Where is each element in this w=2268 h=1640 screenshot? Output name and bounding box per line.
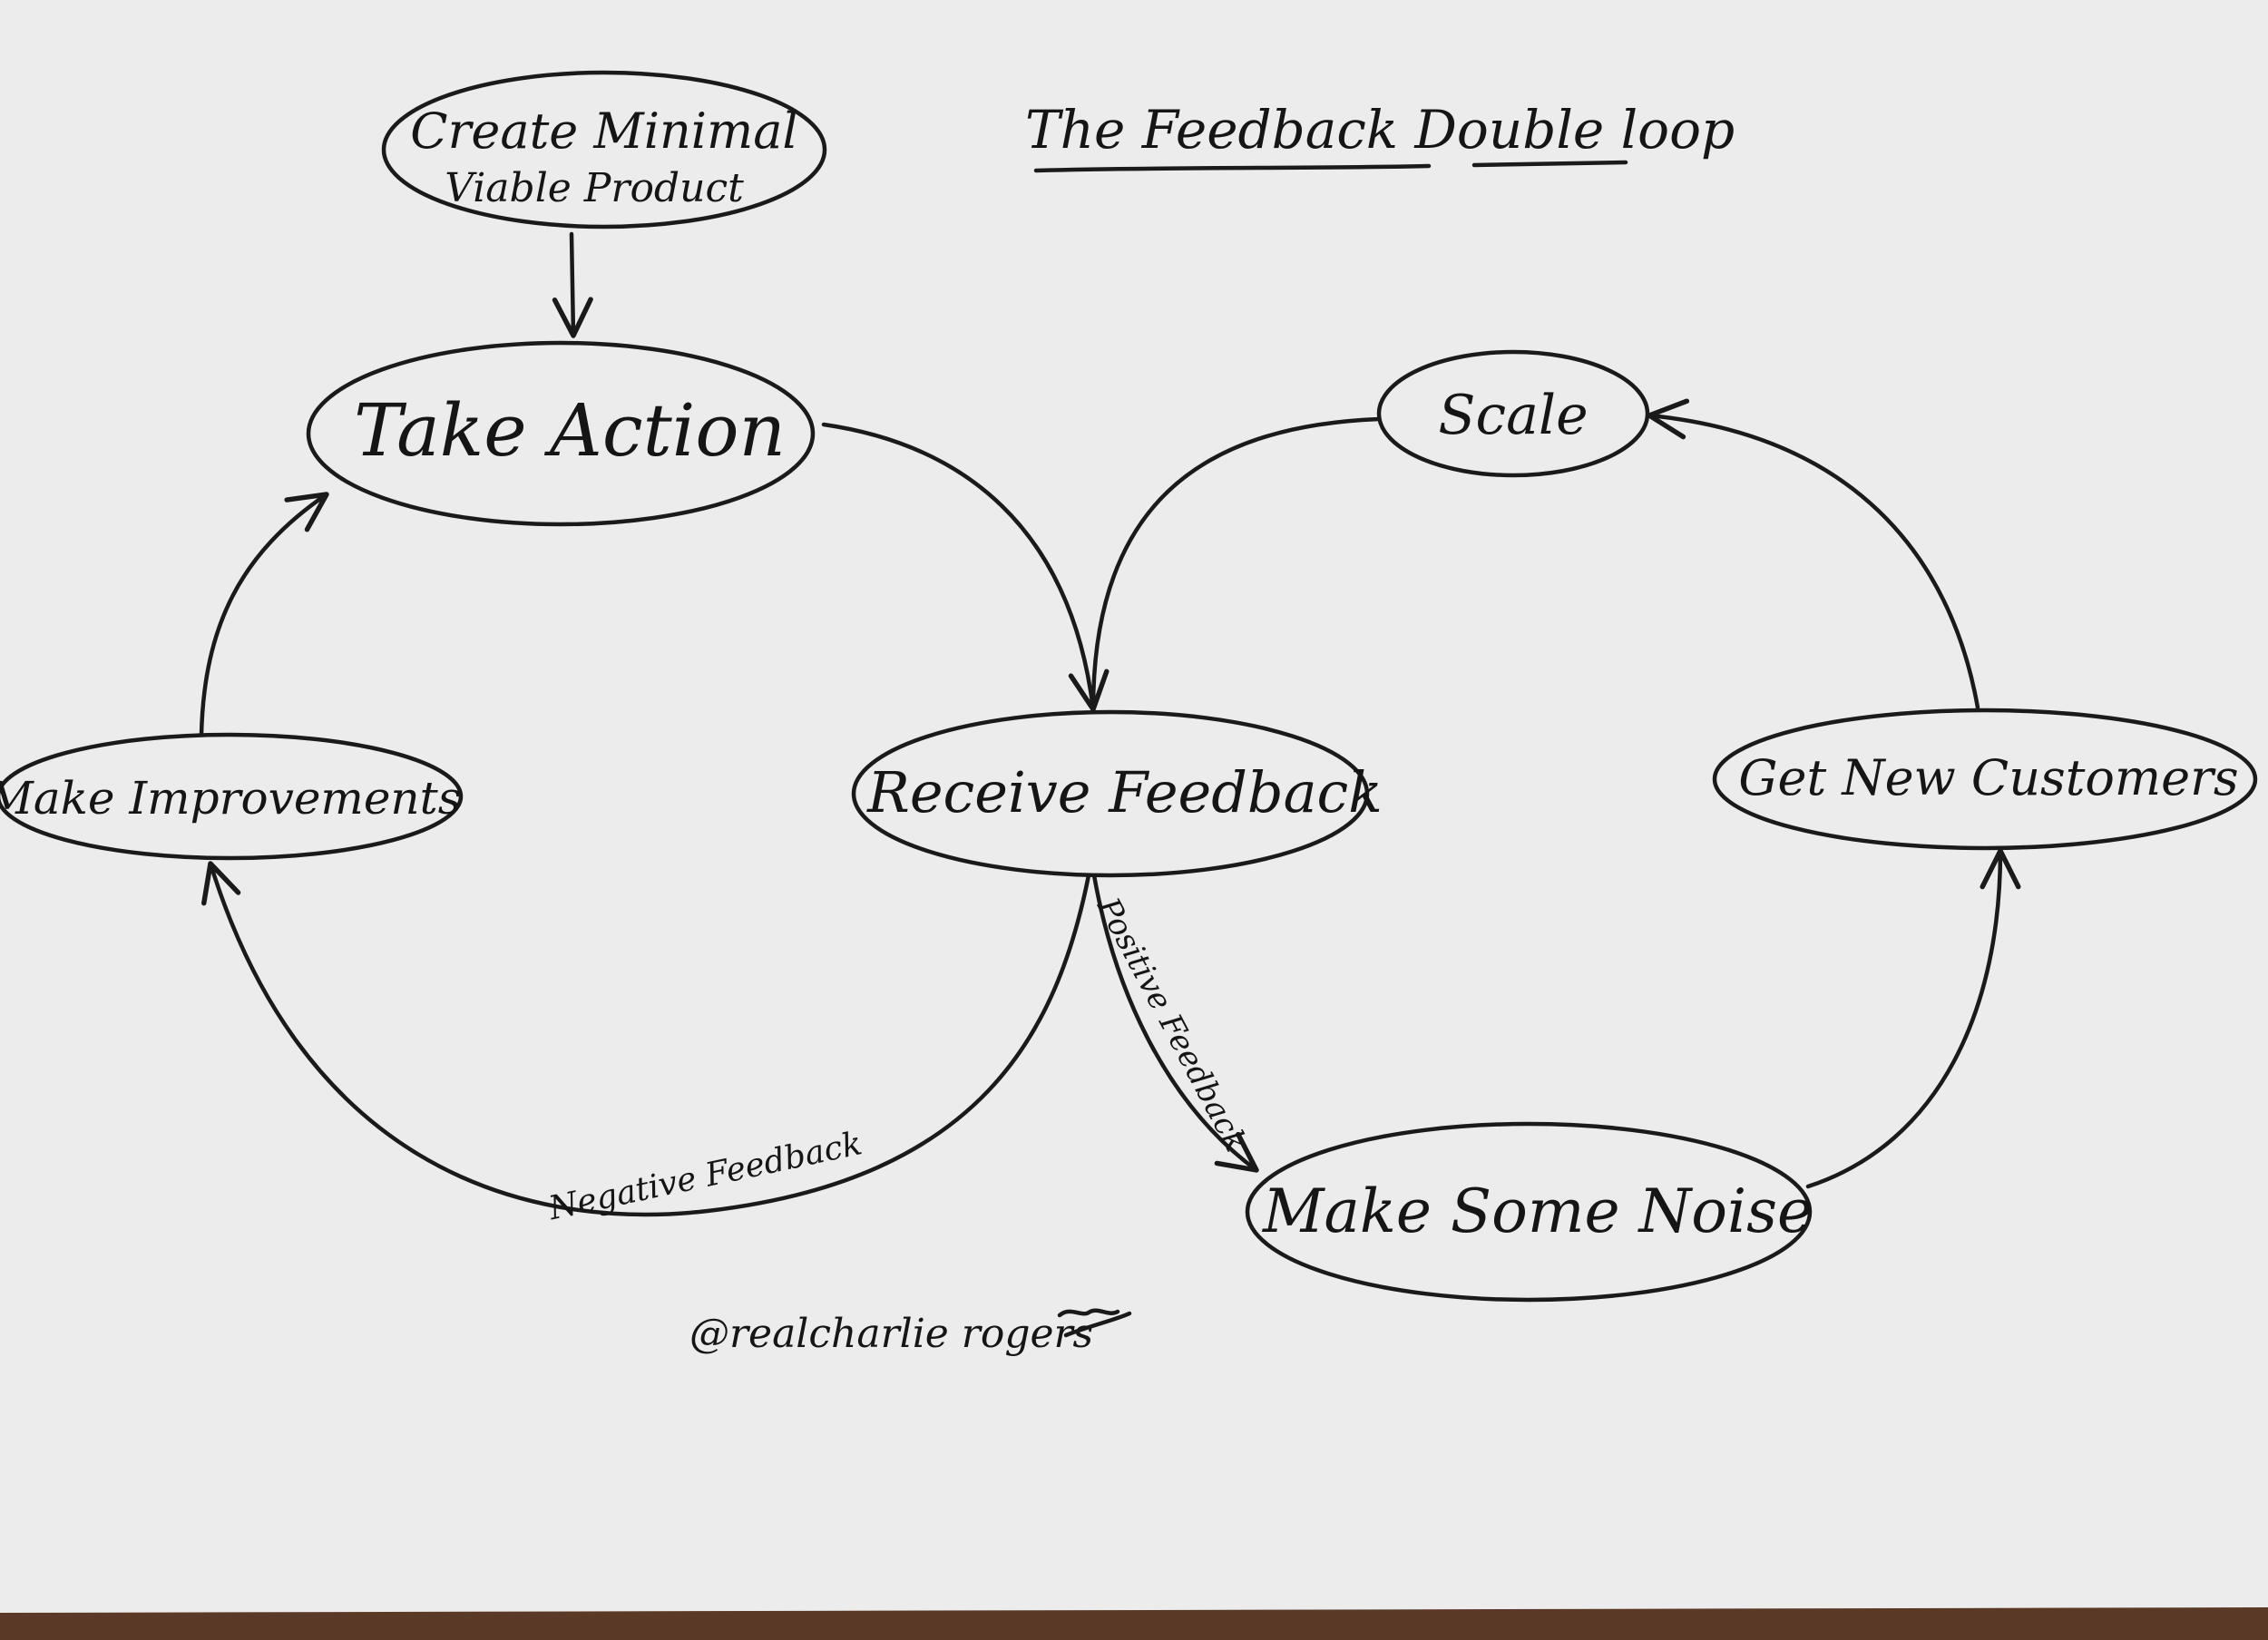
node-receive-feedback: Receive Feedback — [851, 709, 1383, 878]
node-create-mvp-line1: Create Minimal — [410, 102, 797, 160]
title-underline-2 — [1471, 160, 1628, 168]
edge-make-some-noise-to-get-new-customers — [1805, 848, 2021, 1189]
edge-take-action-to-receive-feedback — [821, 422, 1110, 712]
edge-receive-feedback-to-make-improvements — [201, 861, 1091, 1217]
edge-receive-feedback-to-make-some-noise — [1091, 873, 1259, 1173]
node-make-improvements: Make Improvements — [0, 732, 464, 861]
node-scale-label: Scale — [1438, 384, 1588, 447]
edge-scale-to-receive-feedback — [1090, 416, 1382, 712]
title-underline-1 — [1033, 163, 1432, 173]
edge-mvp-to-take-action — [552, 231, 593, 338]
node-make-improvements-label: Make Improvements — [0, 772, 461, 825]
author-handle: @realcharlie rogers — [689, 1311, 1093, 1357]
node-create-mvp-line2: Viable Product — [445, 165, 744, 211]
signature — [1057, 1308, 1132, 1338]
node-get-new-customers: Get New Customers — [1712, 708, 2258, 851]
edge-make-improvements-to-take-action — [199, 492, 329, 737]
diagram-title: The Feedback Double loop — [1025, 99, 1735, 161]
node-take-action: Take Action — [306, 340, 816, 527]
node-make-some-noise: Make Some Noise — [1245, 1121, 1813, 1303]
node-make-some-noise-label: Make Some Noise — [1262, 1176, 1813, 1246]
node-take-action-label: Take Action — [354, 388, 786, 473]
node-receive-feedback-label: Receive Feedback — [866, 759, 1383, 825]
node-create-mvp: Create Minimal Viable Product — [381, 70, 827, 229]
node-get-new-customers-label: Get New Customers — [1738, 749, 2238, 806]
edge-get-new-customers-to-scale — [1647, 398, 1980, 710]
